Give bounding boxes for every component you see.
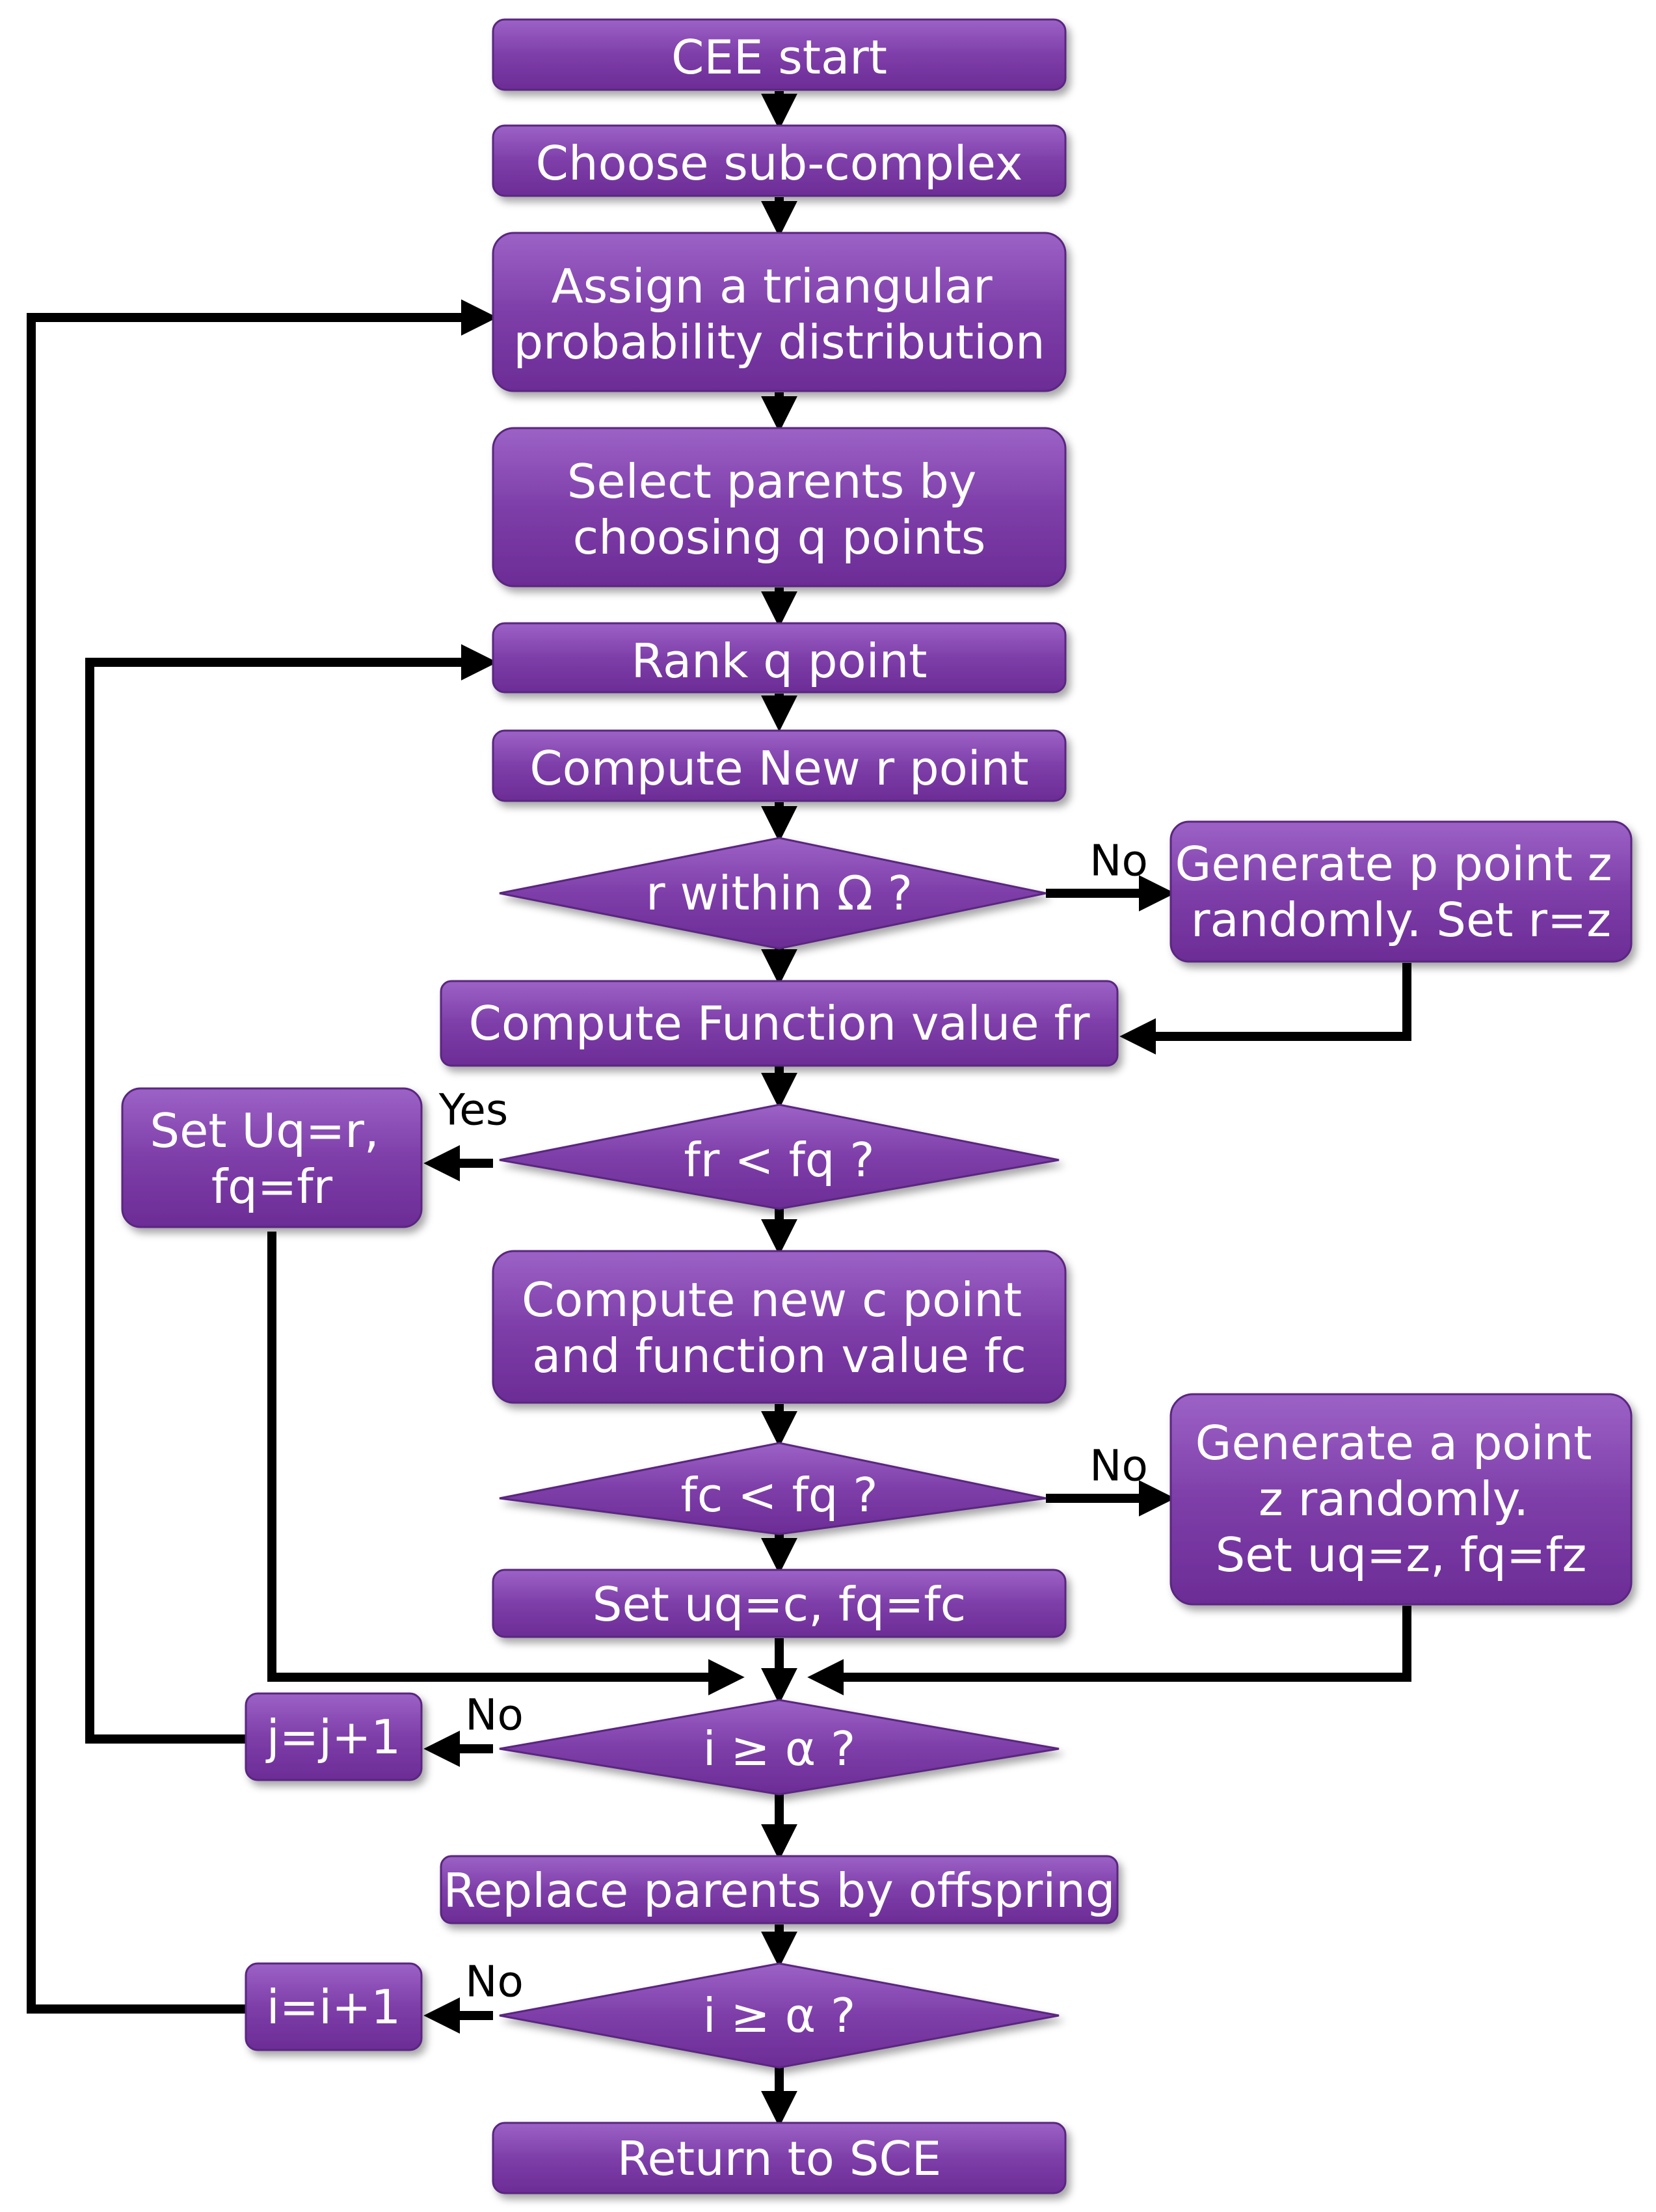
r-within-omega-label: r within Ω ?	[646, 866, 913, 921]
rank-q-point-box	[492, 622, 1067, 694]
edge-labels: No Yes No No No	[438, 836, 1148, 2007]
set-uq-c-label: Set uq=c, fq=fc	[593, 1577, 966, 1632]
generate-p-point-label: Generate p point z randomly. Set r=z	[1175, 837, 1627, 947]
edge-i-loop	[27, 299, 498, 2014]
i-alpha-2-no-label: No	[465, 1957, 524, 2007]
r-within-no-label: No	[1089, 836, 1148, 886]
fc-lt-fq-label: fc < fq ?	[680, 1468, 877, 1522]
return-to-sce-label: Return to SCE	[617, 2131, 941, 2186]
cee-start-label: CEE start	[671, 30, 887, 85]
i-ge-alpha-1-label: i ≥ α ?	[703, 1721, 856, 1776]
assign-triangular-label: Assign a triangular probability distribu…	[513, 259, 1045, 370]
r-within-omega-diamond	[499, 837, 1047, 950]
select-parents-label: Select parents by choosing q points	[567, 454, 992, 565]
node-labels: CEE start Choose sub-complex Assign a tr…	[150, 30, 1627, 2186]
set-uq-r-label: Set Uq=r, fq=fr	[150, 1103, 394, 1214]
edge-j-loop	[85, 644, 498, 1744]
fr-yes-label: Yes	[438, 1085, 509, 1135]
set-uq-c-box	[492, 1569, 1067, 1638]
assign-triangular-box	[492, 232, 1067, 392]
i-ge-alpha-2-diamond	[499, 1962, 1060, 2069]
generate-a-point-label: Generate a point z randomly. Set uq=z, f…	[1195, 1416, 1607, 1582]
compute-new-c-box	[492, 1250, 1067, 1404]
j-increment-label: j=j+1	[265, 1710, 401, 1764]
rank-q-point-label: Rank q point	[632, 634, 928, 688]
j-increment-box	[245, 1692, 423, 1781]
cee-start-box	[492, 18, 1067, 91]
fr-lt-fq-label: fr < fq ?	[684, 1133, 874, 1187]
choose-sub-complex-label: Choose sub-complex	[536, 136, 1023, 191]
compute-new-r-box	[492, 729, 1067, 802]
i-alpha-1-no-label: No	[465, 1690, 524, 1740]
replace-parents-label: Replace parents by offspring	[443, 1863, 1115, 1918]
edge-generate-p-back	[1119, 963, 1411, 1055]
edge-generate-a-back	[807, 1606, 1411, 1695]
i-ge-alpha-1-diamond	[499, 1699, 1060, 1796]
i-increment-label: i=i+1	[267, 1980, 401, 2034]
select-parents-box	[492, 427, 1067, 587]
set-uq-r-box	[121, 1087, 423, 1228]
fr-lt-fq-diamond	[499, 1103, 1060, 1210]
generate-a-point-box	[1169, 1393, 1633, 1606]
compute-function-value-box	[440, 980, 1119, 1067]
edge-set-uq-r-down	[267, 1232, 745, 1695]
i-ge-alpha-2-label: i ≥ α ?	[703, 1988, 856, 2043]
fc-lt-fq-diamond	[499, 1442, 1047, 1535]
return-to-sce-box	[492, 2122, 1067, 2194]
replace-parents-box	[440, 1855, 1119, 1924]
compute-function-value-label: Compute Function value fr	[469, 996, 1090, 1051]
i-increment-box	[245, 1962, 423, 2051]
generate-p-point-box	[1169, 820, 1633, 963]
fc-no-label: No	[1089, 1441, 1148, 1491]
nodes	[121, 18, 1633, 2194]
compute-new-r-label: Compute New r point	[529, 741, 1028, 796]
compute-new-c-label: Compute new c point and function value f…	[522, 1273, 1037, 1383]
choose-sub-complex-box	[492, 124, 1067, 197]
connectors	[27, 91, 1411, 2127]
